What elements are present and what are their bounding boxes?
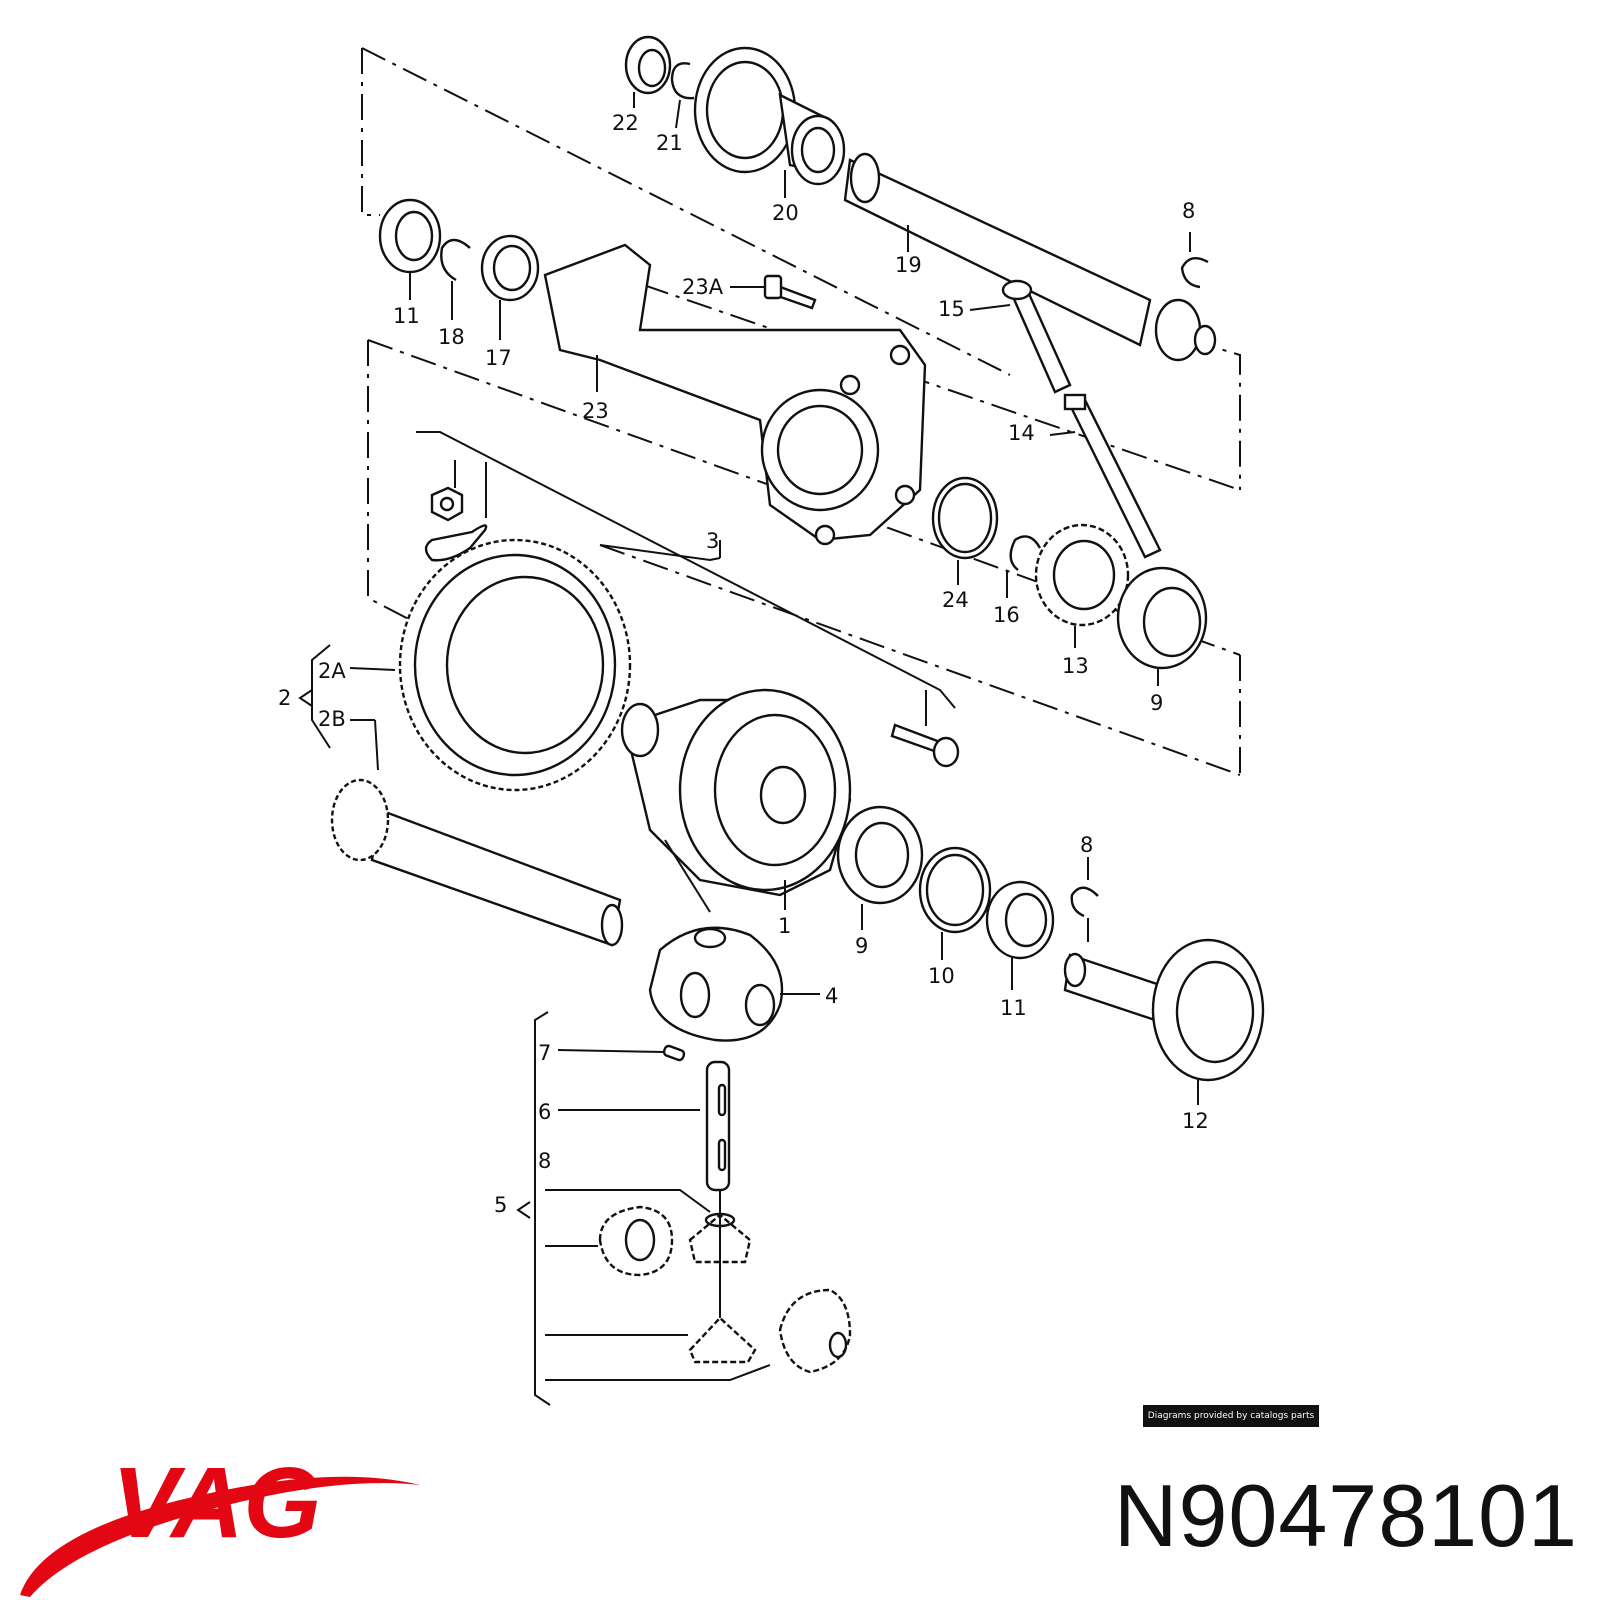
callout-2: 2 [278,686,291,710]
bearing-9-upper [1116,566,1208,670]
speedo-gear-13 [1034,523,1130,627]
drive-shaft-19 [843,152,1217,362]
callout-13: 13 [1062,654,1089,678]
diagram-credit: Diagrams provided by catalogs parts [1143,1405,1319,1427]
callout-16: 16 [993,603,1020,627]
callout-3: 3 [706,529,719,553]
callout-15: 15 [938,297,965,321]
circlip-8-mid [1070,886,1099,918]
leader-lines [298,92,1199,1406]
pinion-shaft-2B [330,778,624,947]
callout-11-upper: 11 [393,304,420,328]
callout-8-top: 8 [1182,199,1195,223]
lock-plate [424,524,488,562]
callout-10: 10 [928,964,955,988]
housing-23 [543,243,927,546]
callout-9-lower: 9 [855,934,868,958]
bearing-9-lower [836,805,924,905]
flange-12 [1063,938,1265,1082]
callout-11-lower: 11 [1000,996,1027,1020]
bevel-gear-5c [688,1316,757,1364]
circlip-16 [1009,535,1042,571]
logo-text: VAG [112,1447,321,1559]
bevel-gear-5a [598,1205,674,1277]
circlip-8-top [1180,256,1209,289]
bolt-3 [890,723,960,768]
nut [430,486,464,522]
callout-labels: 1 2 2A 2B 3 4 5 6 7 8 8 8 9 9 10 11 11 1… [278,111,1209,1217]
callout-5: 5 [494,1193,507,1217]
ring-10 [918,846,992,934]
part-number: N90478101 [1113,1466,1578,1565]
callout-19: 19 [895,253,922,277]
ring-gear-2A [398,538,632,792]
callout-20: 20 [772,201,799,225]
shaft-14 [1063,393,1162,559]
callout-21: 21 [656,131,683,155]
shaft-15 [1001,279,1072,394]
flange-20 [693,46,846,186]
callout-4: 4 [825,984,838,1008]
callout-22: 22 [612,111,639,135]
diff-cage-4 [648,926,784,1042]
bearing-11-lower [985,880,1055,960]
bevel-gear-5d [778,1288,852,1374]
seal-22 [624,35,672,95]
callout-17: 17 [485,346,512,370]
callout-2B: 2B [318,707,346,731]
callout-1: 1 [778,914,791,938]
bearing-17 [480,234,540,302]
callout-14: 14 [1008,421,1035,445]
diff-housing-1 [620,688,852,897]
callout-18: 18 [438,325,465,349]
circlip-18 [440,238,471,282]
callout-8-low: 8 [538,1149,551,1173]
bolt-23A [763,274,817,310]
shaft-6 [705,1060,731,1192]
callout-12: 12 [1182,1109,1209,1133]
bearing-11-upper [378,198,442,274]
callout-23: 23 [582,399,609,423]
callout-7: 7 [538,1041,551,1065]
vag-logo: VAG [20,1447,420,1597]
callout-9-upper: 9 [1150,691,1163,715]
ring-24 [931,476,999,560]
callout-23A: 23A [682,275,724,299]
callout-24: 24 [942,588,969,612]
callout-8-mid: 8 [1080,833,1093,857]
pin-7 [662,1044,686,1062]
circlip-21 [670,62,695,100]
callout-6: 6 [538,1100,551,1124]
callout-2A: 2A [318,659,346,683]
